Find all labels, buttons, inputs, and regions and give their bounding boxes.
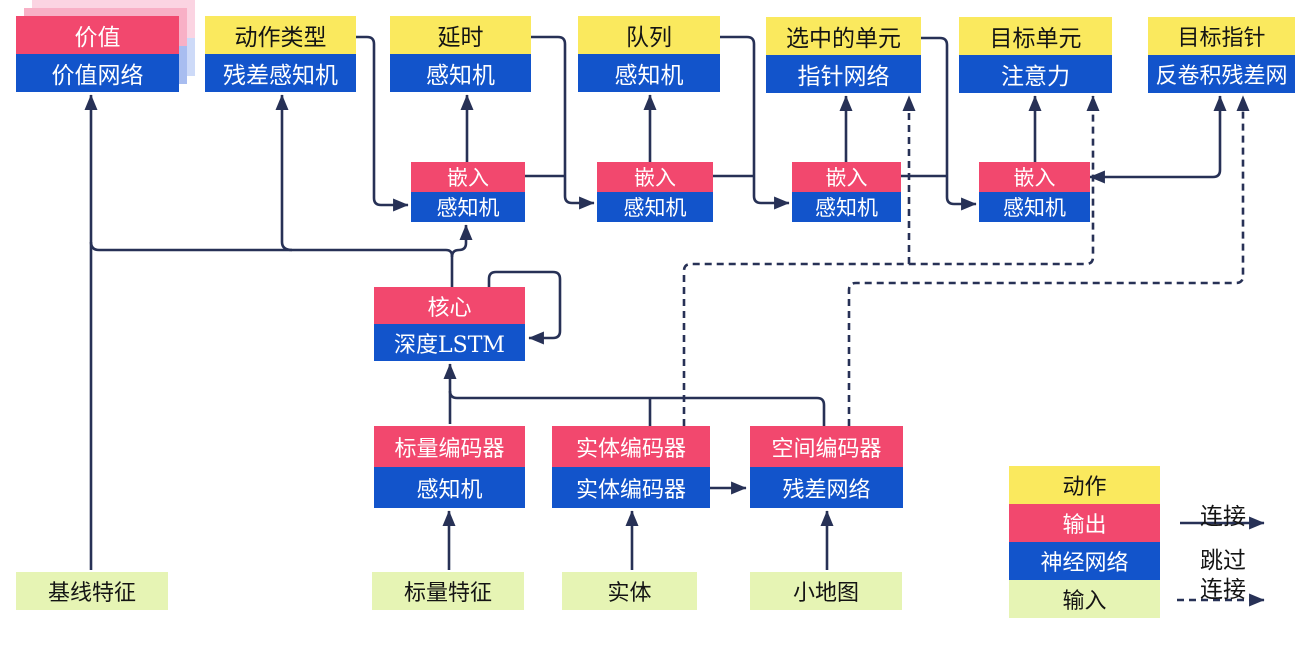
edge-queue-to-embed3	[720, 35, 790, 210]
legend: 动作 输出 神经网络 输入	[1009, 466, 1160, 618]
edge-action-type-to-embed1	[356, 35, 409, 212]
node-scalar-encoder-head: 标量编码器	[374, 426, 525, 467]
node-entity-encoder-head: 实体编码器	[552, 426, 710, 467]
node-spatial-encoder: 空间编码器 残差网络	[750, 426, 903, 508]
node-selected-units-head: 选中的单元	[766, 17, 921, 55]
legend-dashed-arrow-label-line1: 跳过	[1200, 548, 1246, 574]
skip-spatial-to-target-pointer	[847, 95, 1250, 426]
input-entities: 实体	[562, 572, 697, 610]
node-entity-encoder: 实体编码器 实体编码器	[552, 426, 710, 508]
edge-delay-to-embed2	[531, 35, 595, 210]
legend-network-row: 神经网络	[1009, 542, 1160, 580]
node-action-type-head: 动作类型	[205, 16, 356, 54]
node-embedding-3-network: 感知机	[792, 192, 901, 222]
node-embedding-3: 嵌入 感知机	[792, 162, 901, 222]
node-core: 核心 深度LSTM	[374, 287, 525, 361]
input-scalar-features: 标量特征	[372, 572, 524, 610]
input-baseline-features: 基线特征	[16, 572, 168, 610]
node-embedding-4-network: 感知机	[979, 192, 1090, 222]
node-action-type: 动作类型 残差感知机	[205, 16, 356, 92]
node-value-network: 价值网络	[16, 54, 179, 92]
node-queue: 队列 感知机	[578, 16, 720, 92]
edge-encoder-merge-line	[448, 390, 826, 426]
node-core-network: 深度LSTM	[374, 324, 525, 361]
node-embedding-4-head: 嵌入	[979, 162, 1090, 192]
node-target-unit-network: 注意力	[959, 55, 1112, 93]
node-target-pointer-network: 反卷积残差网	[1148, 55, 1295, 93]
node-target-pointer: 目标指针 反卷积残差网	[1148, 17, 1295, 93]
node-embedding-2-network: 感知机	[597, 192, 713, 222]
node-value-head: 价值	[16, 16, 179, 54]
edge-branch-to-action-type	[275, 94, 293, 252]
legend-output-row: 输出	[1009, 504, 1160, 542]
input-minimap: 小地图	[750, 572, 902, 610]
node-queue-head: 队列	[578, 16, 720, 54]
node-scalar-encoder-network: 感知机	[374, 467, 525, 508]
node-embedding-2-head: 嵌入	[597, 162, 713, 192]
legend-dashed-arrow-label-line2: 连接	[1200, 577, 1246, 603]
edge-embed4-target-pointer	[1089, 95, 1227, 184]
node-selected-units-network: 指针网络	[766, 55, 921, 93]
node-spatial-encoder-network: 残差网络	[750, 467, 903, 508]
legend-input-row: 输入	[1009, 580, 1160, 618]
node-action-type-network: 残差感知机	[205, 54, 356, 92]
node-value: 价值 价值网络	[16, 16, 179, 92]
node-target-pointer-head: 目标指针	[1148, 17, 1295, 55]
node-embedding-2: 嵌入 感知机	[597, 162, 713, 222]
legend-action-row: 动作	[1009, 466, 1160, 504]
edge-core-to-embed1	[450, 224, 473, 258]
edge-core-self-loop	[487, 270, 562, 345]
node-core-head: 核心	[374, 287, 525, 324]
skip-entity-to-target-unit	[682, 95, 1100, 426]
node-delay-network: 感知机	[390, 54, 531, 92]
node-delay: 延时 感知机	[390, 16, 531, 92]
edge-selected-units-to-embed4	[921, 36, 977, 211]
legend-solid-arrow-label: 连接	[1200, 504, 1246, 530]
edge-core-branch-left	[89, 241, 454, 287]
node-embedding-1: 嵌入 感知机	[411, 162, 525, 222]
node-target-unit-head: 目标单元	[959, 17, 1112, 55]
node-selected-units: 选中的单元 指针网络	[766, 17, 921, 93]
node-queue-network: 感知机	[578, 54, 720, 92]
node-embedding-1-head: 嵌入	[411, 162, 525, 192]
node-delay-head: 延时	[390, 16, 531, 54]
node-scalar-encoder: 标量编码器 感知机	[374, 426, 525, 508]
node-target-unit: 目标单元 注意力	[959, 17, 1112, 93]
node-embedding-1-network: 感知机	[411, 192, 525, 222]
node-embedding-4: 嵌入 感知机	[979, 162, 1090, 222]
node-embedding-3-head: 嵌入	[792, 162, 901, 192]
node-spatial-encoder-head: 空间编码器	[750, 426, 903, 467]
node-entity-encoder-network: 实体编码器	[552, 467, 710, 508]
